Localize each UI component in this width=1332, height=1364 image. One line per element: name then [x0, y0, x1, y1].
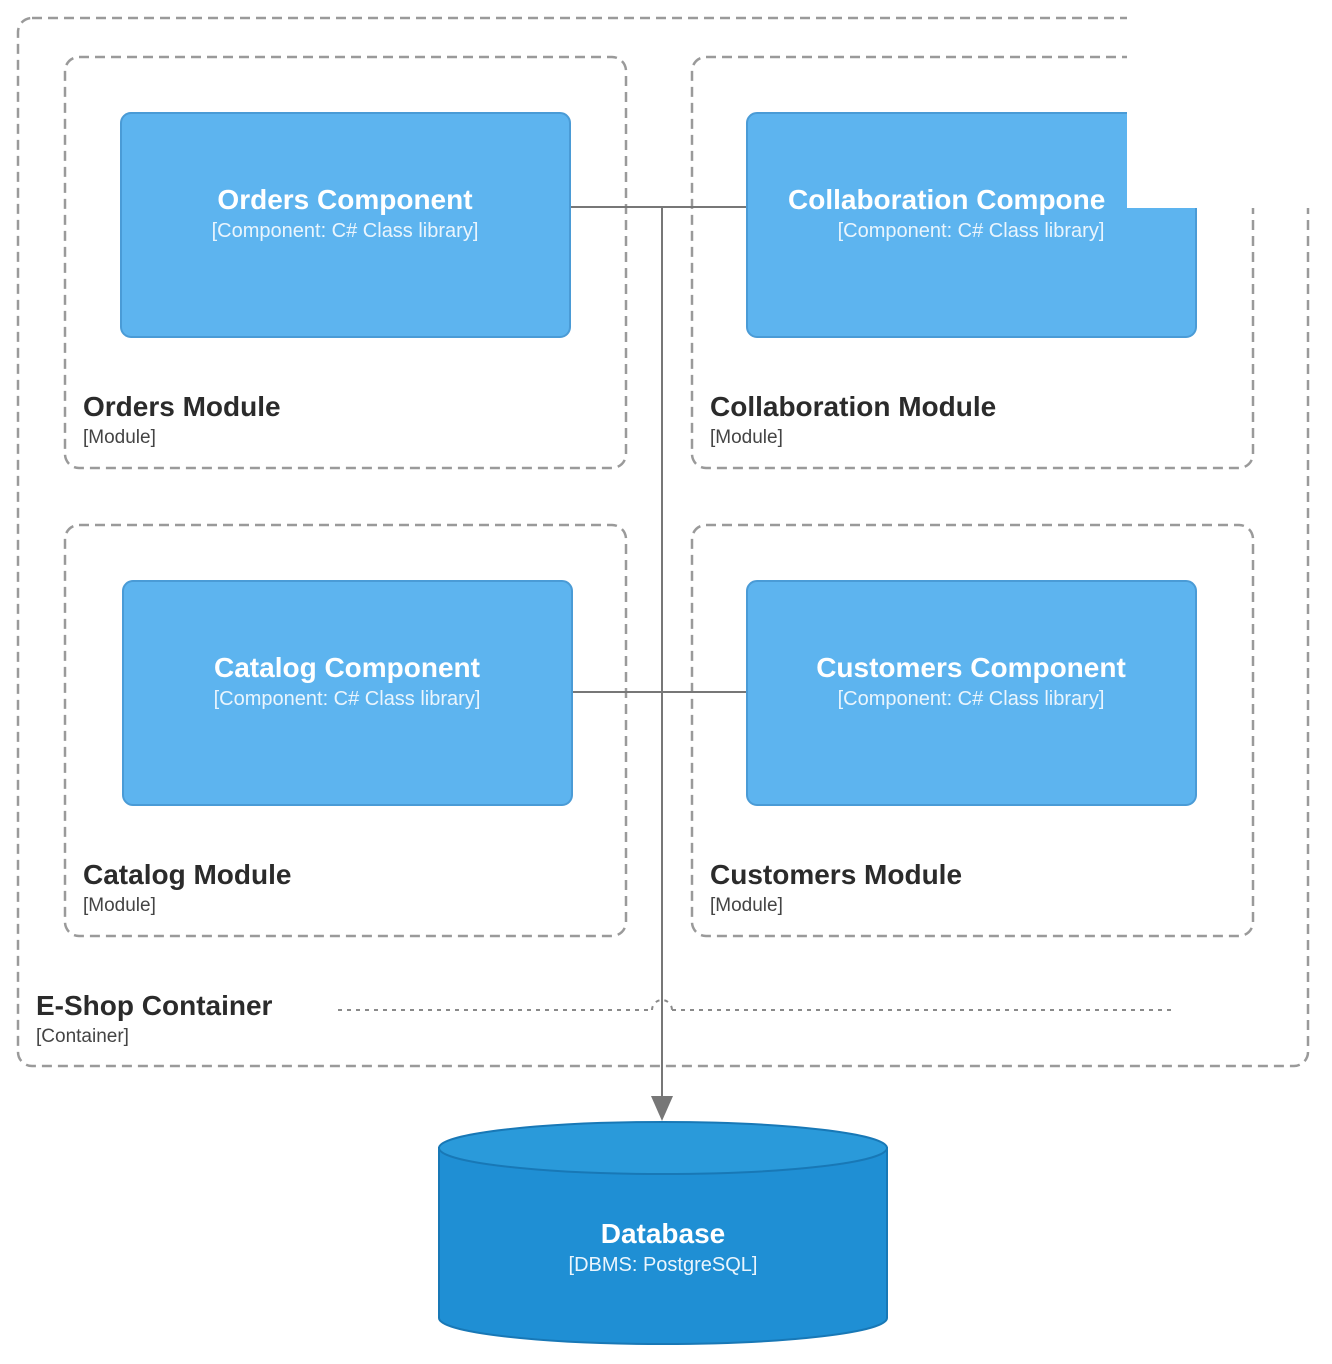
- database-type: [DBMS: PostgreSQL]: [569, 1254, 758, 1276]
- container-title: E-Shop Container: [36, 990, 273, 1021]
- collaboration-component-box: [746, 112, 1197, 338]
- customers-module-type: [Module]: [710, 895, 783, 916]
- catalog-component-title: Catalog Component: [214, 652, 480, 683]
- customers-component-type: [Component: C# Class library]: [838, 688, 1105, 710]
- arrowhead-icon: [651, 1096, 673, 1121]
- occluding-panel-top-right: [1127, 0, 1332, 208]
- catalog-component-type: [Component: C# Class library]: [214, 688, 481, 710]
- container-boundary: [16, 16, 1310, 1068]
- collaboration-module-title: Collaboration Module: [710, 391, 996, 422]
- collaboration-component-type: [Component: C# Class library]: [838, 220, 1105, 242]
- database-cylinder-top: [438, 1121, 888, 1175]
- catalog-module-title: Catalog Module: [83, 859, 291, 890]
- orders-component-box: [120, 112, 571, 338]
- line-jump: [651, 999, 673, 1011]
- collaboration-module-type: [Module]: [710, 427, 783, 448]
- customers-component-title: Customers Component: [816, 652, 1126, 683]
- collaboration-component-title: Collaboration Compone: [788, 184, 1105, 215]
- customers-module-title: Customers Module: [710, 859, 962, 890]
- catalog-module-type: [Module]: [83, 895, 156, 916]
- orders-module-type: [Module]: [83, 427, 156, 448]
- container-type: [Container]: [36, 1026, 129, 1047]
- database-cylinder: [438, 1147, 888, 1345]
- orders-component-title: Orders Component: [217, 184, 472, 215]
- customers-component-box: [746, 580, 1197, 806]
- orders-module-title: Orders Module: [83, 391, 281, 422]
- database-title: Database: [601, 1218, 726, 1249]
- catalog-component-box: [122, 580, 573, 806]
- orders-component-type: [Component: C# Class library]: [212, 220, 479, 242]
